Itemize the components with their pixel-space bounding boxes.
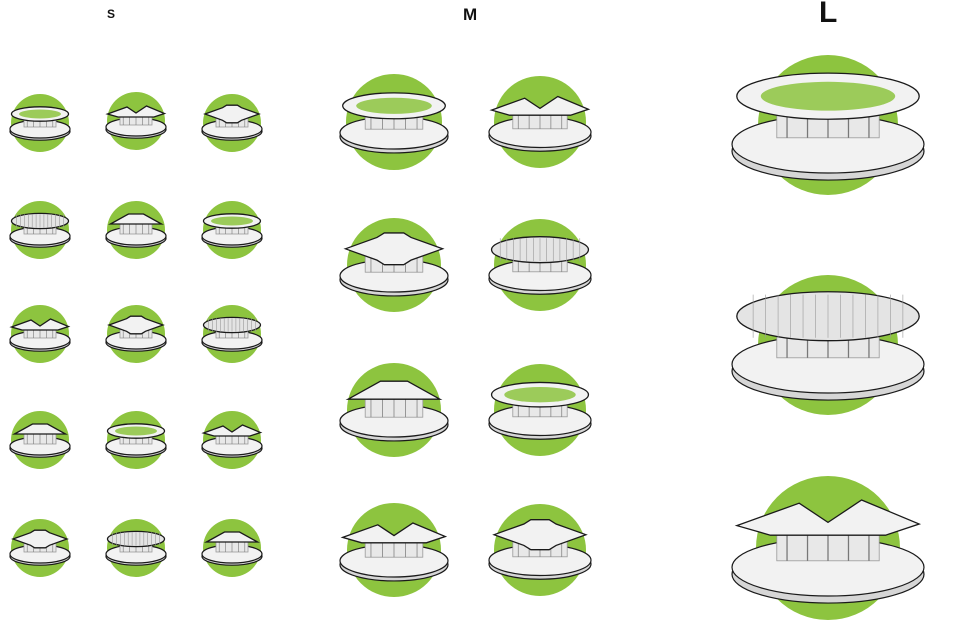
- small-pavilion-6: [201, 201, 263, 259]
- medium-roof-cross-8: [492, 519, 588, 551]
- small-green-roof-6: [211, 216, 253, 226]
- small-roof-cross-8: [107, 315, 165, 335]
- small-pavilion-15: [201, 519, 263, 577]
- medium-roof-cross-3: [343, 232, 445, 266]
- small-pavilion-group: [9, 92, 263, 577]
- medium-pavilion-8: [488, 504, 592, 596]
- small-pavilion-13: [9, 519, 71, 577]
- small-pavilion-9: [201, 305, 263, 363]
- small-roof-cross-13: [11, 529, 69, 549]
- small-pavilion-12: [201, 411, 263, 469]
- medium-pavilion-5: [339, 363, 449, 457]
- small-pavilion-2: [105, 92, 167, 150]
- medium-green-roof-6: [504, 387, 576, 403]
- size-header-medium: M: [463, 5, 478, 24]
- medium-pavilion-group: [339, 74, 592, 597]
- small-pavilion-14: [105, 519, 167, 577]
- small-pavilion-4: [9, 201, 71, 259]
- large-pavilion-3: [731, 476, 925, 620]
- small-roof-gable-5: [107, 213, 165, 225]
- small-pavilion-8: [105, 305, 167, 363]
- large-green-roof-1: [760, 81, 896, 111]
- small-roof-folded-7: [9, 318, 71, 331]
- small-roof-folded-2: [105, 105, 167, 118]
- large-pavilion-group: [731, 55, 925, 620]
- small-pavilion-7: [9, 305, 71, 363]
- small-pavilion-3: [201, 94, 263, 152]
- small-pavilion-1: [9, 94, 71, 152]
- medium-roof-gable-5: [345, 380, 443, 400]
- medium-roof-folded-7: [340, 522, 448, 544]
- medium-pavilion-6: [488, 364, 592, 456]
- small-green-roof-11: [115, 426, 157, 436]
- small-green-roof-1: [19, 109, 61, 119]
- medium-roof-folded-2: [489, 95, 591, 116]
- large-roof-folded-3: [734, 499, 922, 536]
- small-roof-folded-12: [201, 424, 263, 437]
- medium-pavilion-2: [488, 76, 592, 168]
- medium-pavilion-3: [339, 218, 449, 312]
- small-roof-cross-3: [203, 104, 261, 124]
- small-roof-gable-15: [203, 531, 261, 543]
- large-pavilion-2: [731, 275, 925, 415]
- medium-pavilion-4: [488, 219, 592, 311]
- size-header-large: L: [819, 0, 838, 29]
- medium-pavilion-7: [339, 503, 449, 597]
- size-header-small: S: [107, 7, 116, 21]
- small-pavilion-5: [105, 201, 167, 259]
- small-pavilion-11: [105, 411, 167, 469]
- small-roof-gable-10: [11, 423, 69, 435]
- large-pavilion-1: [731, 55, 925, 195]
- medium-green-roof-1: [356, 97, 432, 114]
- medium-pavilion-1: [339, 74, 449, 170]
- small-pavilion-10: [9, 411, 71, 469]
